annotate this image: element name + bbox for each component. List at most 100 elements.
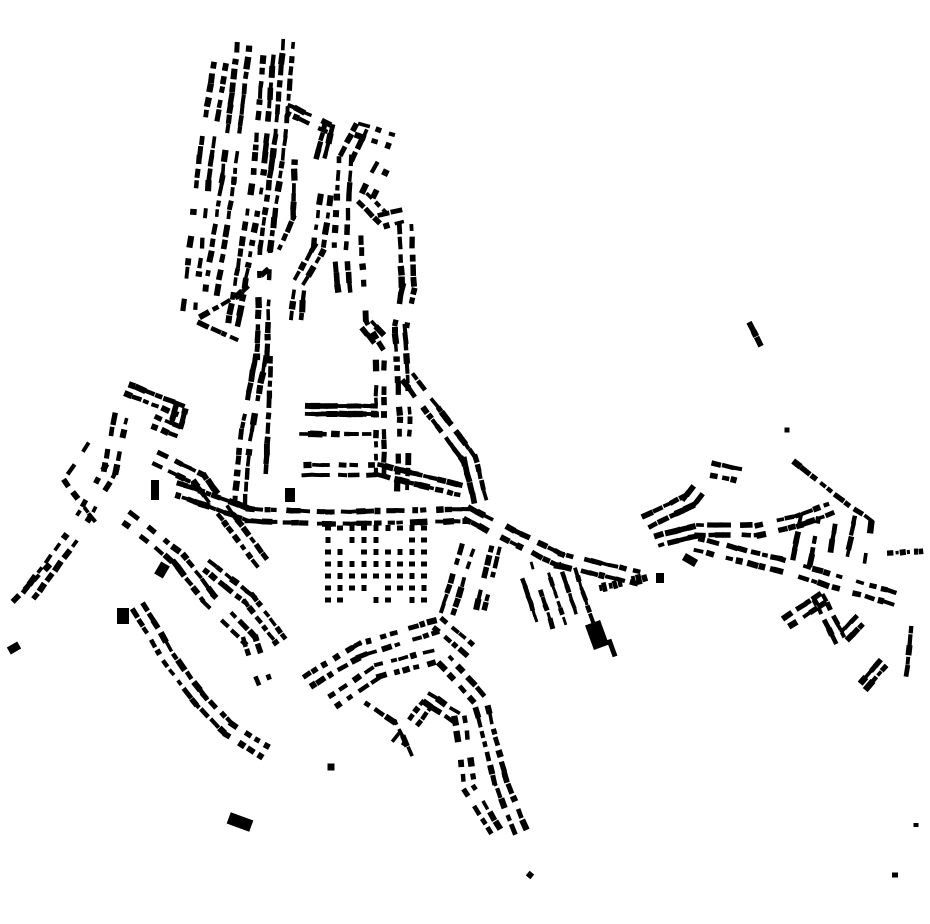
building <box>259 67 265 75</box>
building <box>237 739 247 750</box>
building <box>261 624 269 632</box>
building <box>259 55 267 65</box>
building <box>263 452 270 465</box>
building <box>848 521 857 536</box>
building <box>215 507 227 515</box>
building <box>484 593 491 602</box>
building <box>409 573 415 579</box>
building <box>255 110 262 121</box>
building <box>446 671 457 682</box>
building <box>816 606 824 615</box>
building <box>714 532 724 538</box>
building <box>229 628 241 639</box>
building <box>349 561 355 567</box>
building <box>559 571 567 580</box>
building <box>245 455 251 467</box>
building <box>375 671 388 681</box>
building <box>315 209 321 219</box>
building <box>241 83 248 95</box>
building <box>597 571 606 580</box>
building <box>640 509 655 520</box>
building <box>411 635 423 642</box>
building <box>484 704 493 715</box>
building <box>343 241 349 251</box>
building <box>61 477 71 489</box>
building <box>298 116 311 126</box>
building <box>538 589 545 598</box>
building <box>240 93 246 107</box>
building <box>820 593 829 603</box>
building <box>505 782 515 795</box>
building <box>233 291 242 300</box>
building <box>222 224 231 238</box>
building <box>265 422 271 434</box>
building <box>170 652 179 661</box>
building <box>758 562 766 571</box>
building <box>332 261 339 273</box>
building <box>777 555 787 564</box>
building <box>254 615 263 625</box>
building <box>344 224 351 236</box>
building <box>290 41 296 49</box>
building <box>100 462 110 472</box>
building <box>290 214 297 222</box>
building <box>197 257 203 269</box>
building <box>750 549 761 557</box>
building <box>331 652 342 662</box>
building <box>393 356 400 362</box>
building <box>291 183 296 194</box>
building <box>469 548 476 558</box>
building <box>218 85 226 94</box>
building <box>265 673 272 681</box>
building <box>366 649 378 656</box>
building <box>556 600 562 609</box>
building <box>245 745 256 755</box>
building <box>487 764 496 775</box>
building <box>103 448 111 459</box>
building <box>848 613 859 625</box>
building <box>280 38 286 51</box>
building <box>393 668 401 676</box>
building <box>161 659 170 669</box>
building <box>652 505 664 514</box>
building <box>373 200 382 208</box>
building <box>229 334 240 343</box>
building <box>195 270 203 278</box>
building <box>445 478 459 488</box>
building <box>444 583 453 595</box>
building <box>814 516 822 524</box>
building <box>299 299 306 313</box>
building <box>121 519 132 530</box>
building <box>214 108 222 122</box>
building <box>142 398 150 405</box>
building <box>288 310 294 321</box>
building <box>278 160 285 169</box>
building <box>204 490 212 497</box>
building <box>268 65 276 79</box>
building <box>292 270 301 281</box>
building <box>580 590 589 602</box>
building <box>435 519 446 524</box>
building <box>146 611 156 622</box>
building <box>409 585 415 591</box>
building <box>457 684 467 694</box>
building <box>810 590 823 602</box>
building <box>355 199 366 210</box>
building <box>255 324 261 331</box>
building <box>326 670 335 679</box>
building <box>664 528 677 537</box>
building <box>404 361 410 374</box>
building <box>236 258 241 269</box>
building <box>262 142 270 155</box>
building <box>241 284 250 294</box>
building <box>250 558 260 569</box>
building <box>391 326 399 334</box>
building <box>835 573 843 580</box>
building <box>243 481 249 492</box>
building <box>206 504 217 512</box>
building <box>255 297 262 309</box>
building <box>257 371 267 385</box>
building <box>325 132 334 145</box>
building <box>199 707 210 719</box>
building <box>335 184 340 191</box>
